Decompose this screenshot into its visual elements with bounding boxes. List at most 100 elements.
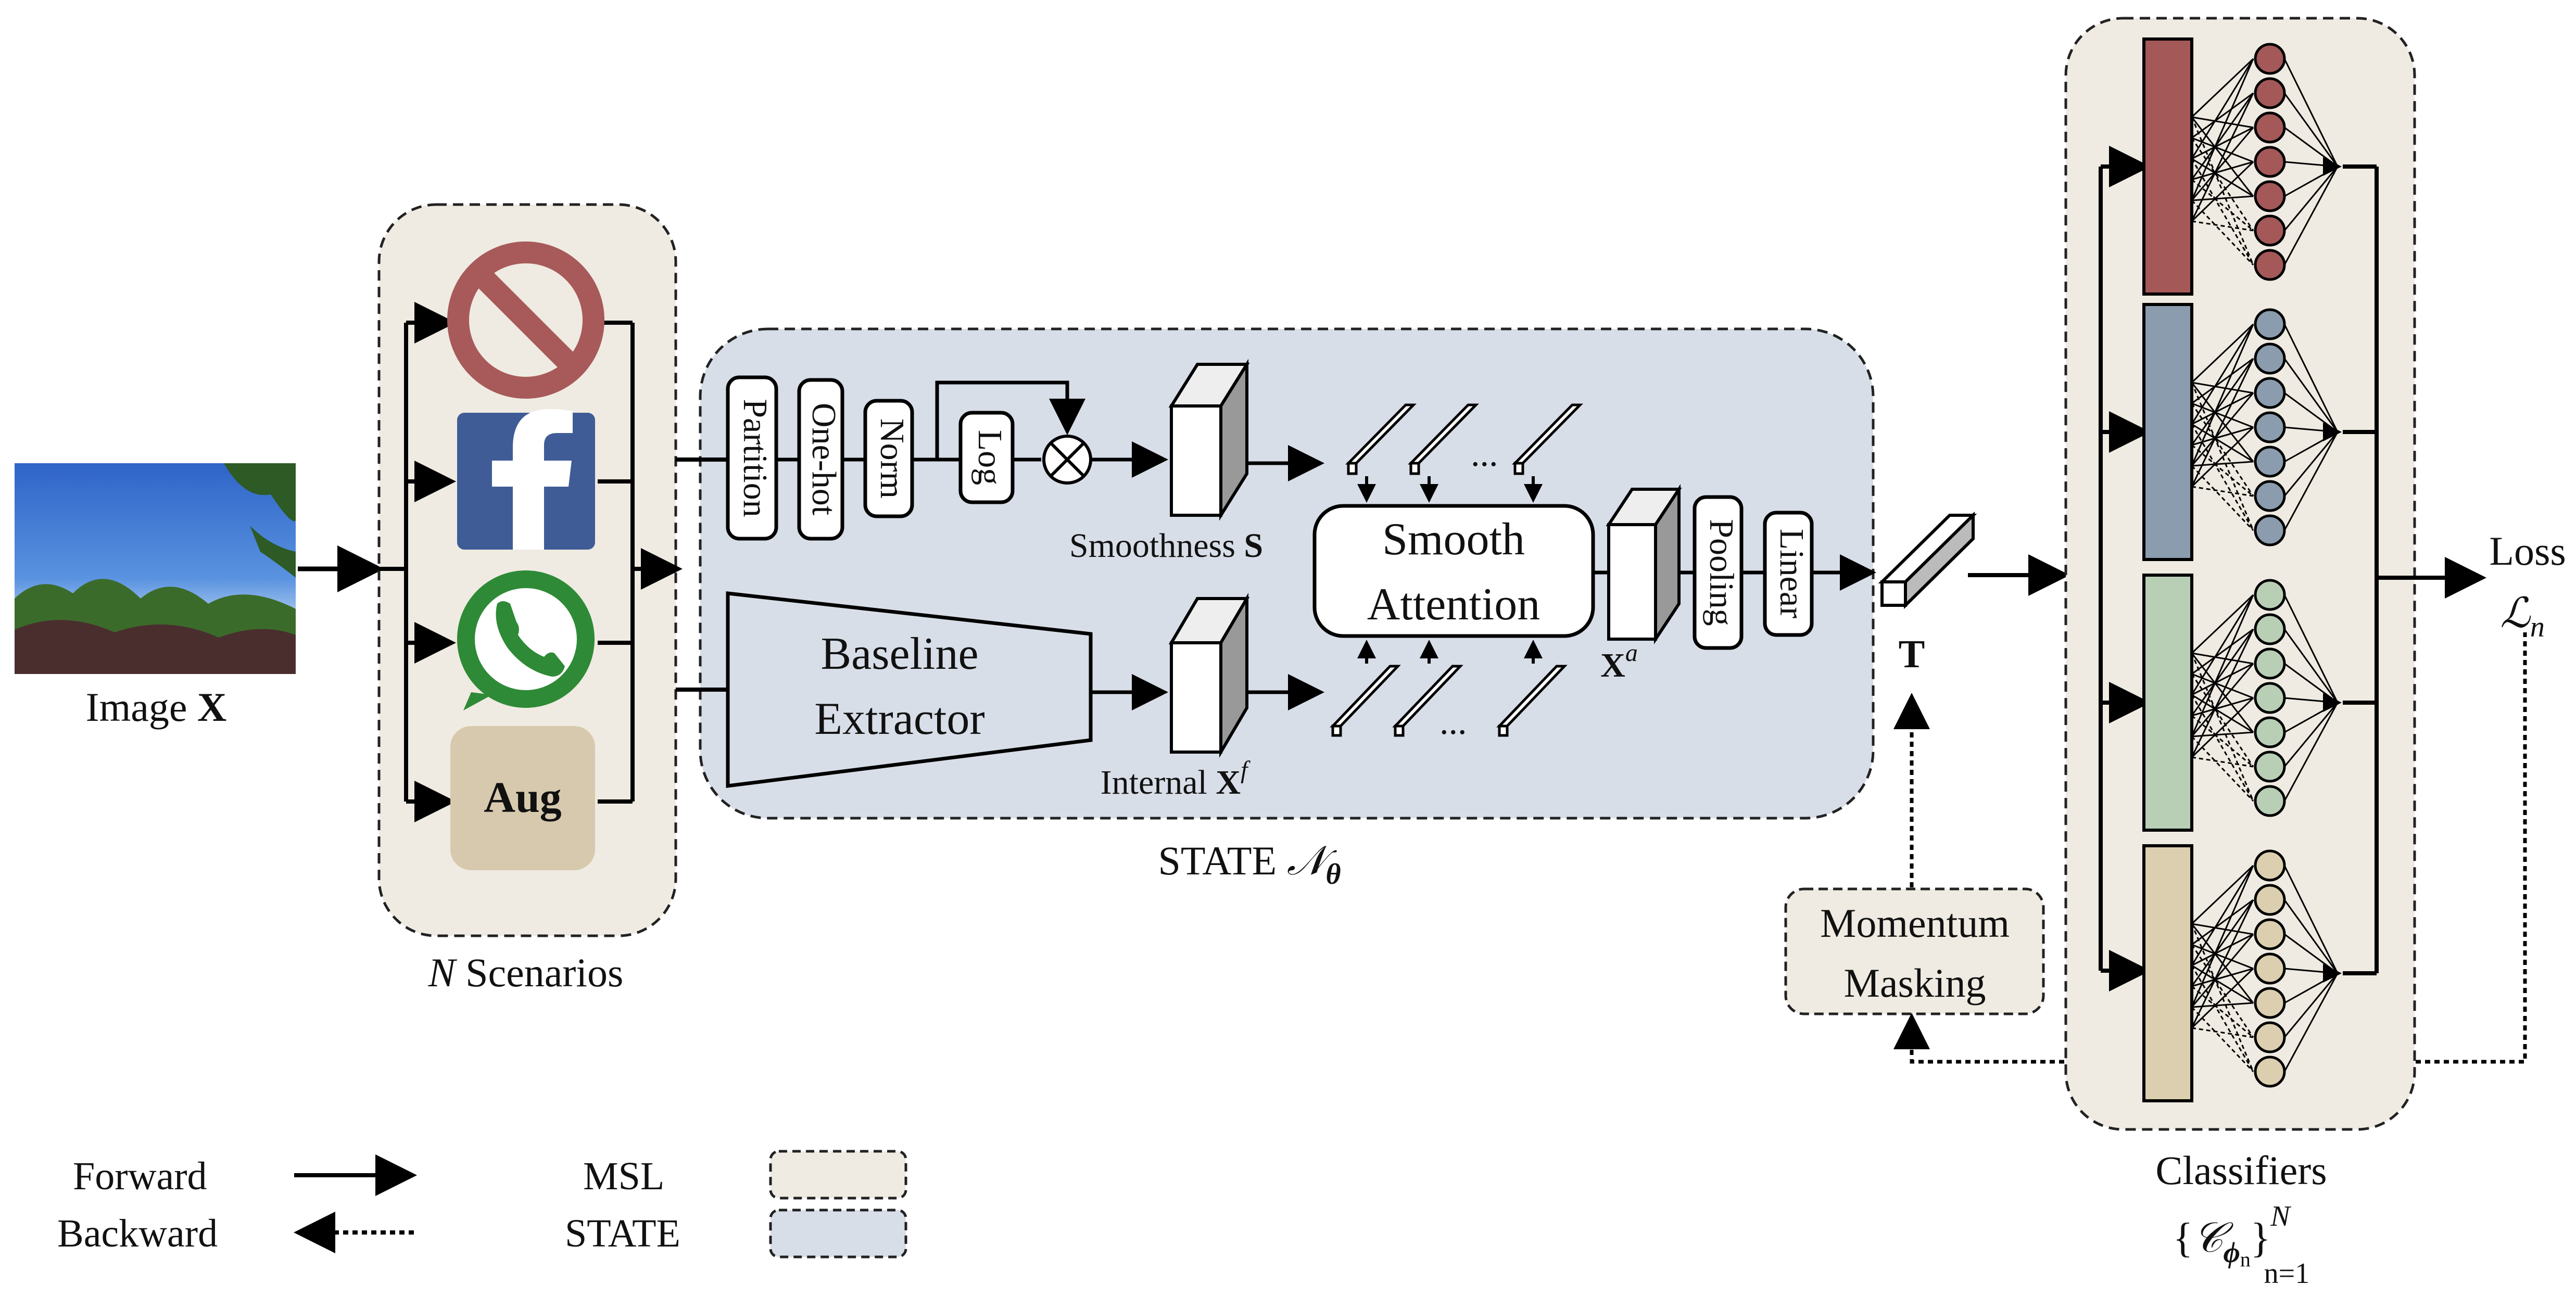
classifier-node xyxy=(2254,785,2286,817)
ops-connectors xyxy=(776,380,1168,478)
classifier-node xyxy=(2254,249,2286,281)
classifier-edge xyxy=(2191,985,2254,1038)
classifier-edge xyxy=(2191,426,2254,446)
svg-text:Pooling: Pooling xyxy=(1702,519,1740,626)
classifier-edge xyxy=(2191,116,2254,129)
classifier-edge xyxy=(2191,968,2254,987)
classifier-edge xyxy=(2191,423,2254,463)
xa-label: Xa xyxy=(1600,639,1638,684)
legend-msl-swatch xyxy=(769,1150,907,1200)
classifier-node xyxy=(2254,751,2286,783)
classifier-node xyxy=(2254,180,2286,212)
classifier-node xyxy=(2254,682,2286,714)
classifier-edge xyxy=(2191,1002,2254,1008)
classifier-edge xyxy=(2191,923,2254,935)
internal-tensor xyxy=(1168,592,1250,758)
classifier-node xyxy=(2254,111,2286,144)
internal-tokens xyxy=(1330,665,1568,737)
classifier-edge xyxy=(2191,323,2254,384)
classifier-output-edge xyxy=(2283,865,2339,974)
classifier-edge xyxy=(2191,923,2254,1072)
classifier-output-edge xyxy=(2283,702,2339,802)
classifier-edge xyxy=(2191,382,2254,531)
classifier-edge xyxy=(2191,697,2254,717)
loss-symbol: ℒn xyxy=(2500,591,2545,643)
classifier-output-edge xyxy=(2283,594,2339,703)
legend-state-label: STATE xyxy=(565,1212,680,1255)
classifier-node xyxy=(2254,514,2286,546)
classifier-edge xyxy=(2191,944,2254,970)
augmentation-box: Aug xyxy=(450,726,595,870)
classifier-edge xyxy=(2191,444,2254,497)
classifier-node xyxy=(2254,918,2286,950)
classifier-output-arrowhead xyxy=(2323,423,2342,441)
classifier-bar xyxy=(2142,844,2193,1102)
classifier-node xyxy=(2254,952,2286,985)
classifier-edge xyxy=(2191,653,2254,733)
classifier-edge xyxy=(2191,673,2254,699)
smoothness-label: Smoothness S xyxy=(1069,527,1263,565)
token-label: T xyxy=(1899,632,1925,676)
token-t xyxy=(1878,511,1977,609)
classifier-edge xyxy=(2191,965,2254,1072)
classifier-output-arrowhead xyxy=(2323,157,2342,176)
classifier-edge xyxy=(2191,731,2254,737)
classifier-node xyxy=(2254,342,2286,375)
classifier-node xyxy=(2254,480,2286,512)
classifier-edge xyxy=(2191,652,2254,665)
classifier-output-edge xyxy=(2283,324,2339,433)
classifier-bar xyxy=(2142,303,2193,561)
classifier-edge xyxy=(2191,934,2254,1008)
ellipsis-top: ... xyxy=(1471,434,1498,474)
classifier-output-edge xyxy=(2283,431,2339,531)
classifier-node xyxy=(2254,613,2286,645)
facebook-icon xyxy=(457,409,595,550)
classifier-edge xyxy=(2191,117,2254,265)
classifier-node xyxy=(2254,146,2286,178)
classifier-node xyxy=(2254,647,2286,680)
op-one-hot: One-hot xyxy=(797,378,844,541)
baseline-extractor-box xyxy=(726,591,1093,788)
classifier-output-edge xyxy=(2283,58,2339,167)
classifier-output-edge xyxy=(2283,629,2339,703)
classifier-edge xyxy=(2191,461,2254,467)
classifier-edge xyxy=(2191,735,2254,802)
block-icon xyxy=(447,241,604,399)
scenario-branches xyxy=(379,302,683,822)
classifier-edge xyxy=(2191,694,2254,802)
classifier-edge xyxy=(2191,402,2254,428)
down-arrows-to-attention xyxy=(1357,476,1543,503)
classifier-node xyxy=(2254,308,2286,340)
classifier-node xyxy=(2254,1021,2286,1053)
legend-state-swatch xyxy=(769,1209,907,1258)
classifier-node xyxy=(2254,849,2286,882)
svg-text:Log: Log xyxy=(971,430,1009,485)
svg-text:Partition: Partition xyxy=(736,399,774,517)
classifier-edge xyxy=(2191,179,2254,232)
op-pooling: Pooling xyxy=(1693,495,1744,650)
scenarios-caption: N Scenarios xyxy=(428,950,624,995)
classifier-output-arrowhead xyxy=(2323,693,2342,712)
whatsapp-icon xyxy=(457,570,595,710)
up-arrows-to-attention xyxy=(1357,640,1543,664)
classifier-edge xyxy=(2191,58,2254,118)
momentum-box xyxy=(1784,887,2045,1015)
classifier-edge xyxy=(2191,1027,2254,1038)
classifier-output-edge xyxy=(2283,702,2339,767)
classifier-node xyxy=(2254,43,2286,75)
augmentation-label: Aug xyxy=(484,773,561,822)
baseline-line1: Baseline xyxy=(820,629,978,679)
classifier-edge xyxy=(2191,715,2254,768)
classifier-node xyxy=(2254,214,2286,247)
op-norm: Norm xyxy=(863,399,914,518)
classifier-edge xyxy=(2191,195,2254,201)
momentum-line2: Masking xyxy=(1844,960,1986,1006)
classifier-output-edge xyxy=(2283,973,2339,1038)
classifier-edge xyxy=(2191,944,2254,1038)
ellipsis-bottom: ... xyxy=(1439,702,1467,742)
legend-backward-label: Backward xyxy=(57,1212,218,1255)
classifier-input-bus xyxy=(2099,146,2486,991)
input-image xyxy=(15,463,296,674)
classifier-edge xyxy=(2191,756,2254,768)
classifier-edge xyxy=(2191,694,2254,733)
